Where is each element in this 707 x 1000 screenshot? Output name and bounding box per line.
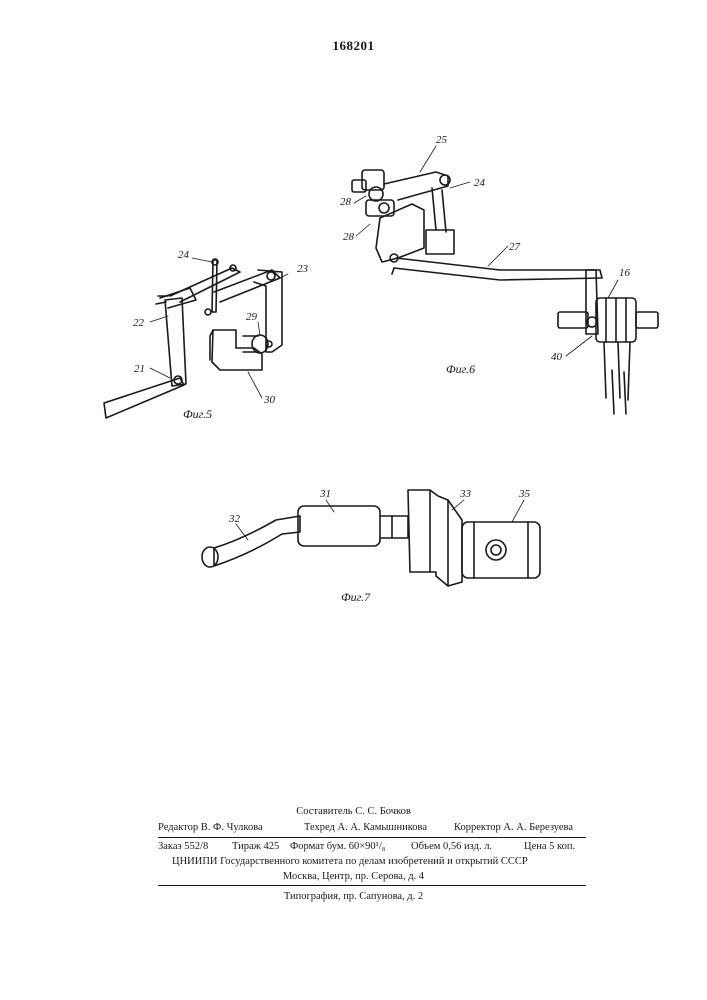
figure-5: 24 23 22 29 21 30 Фиг.5 [104,249,309,421]
colophon-techred: Техред А. А. Камышникова [304,822,427,833]
fig6-label-28b: 28 [343,231,355,243]
colophon-compiler: Составитель С. С. Бочков [0,806,707,817]
fig7-label-32: 32 [228,513,241,525]
fig5-arm-23 [170,268,240,302]
fig6-label-28a: 28 [340,196,352,208]
fig6-shaft-27 [394,258,602,280]
fig5-label-30: 30 [263,394,276,406]
fig7-label-33: 33 [459,488,472,500]
colophon-price: Цена 5 коп. [524,841,575,852]
fig5-label-24: 24 [178,249,190,261]
fig7-caption: Фиг.7 [341,590,371,604]
fig6-label-16: 16 [619,267,631,279]
colophon-order: Заказ 552/8 [158,841,208,852]
fig7-body-33 [408,490,462,586]
figure-6: 25 24 28 28 27 16 40 Фиг.6 [340,134,658,414]
colophon-address: Москва, Центр, пр. Серова, д. 4 [0,871,707,882]
colophon-printer: Типография, пр. Сапунова, д. 2 [0,891,707,902]
colophon-rule-bottom [158,885,586,886]
fig6-label-27: 27 [509,241,521,253]
patent-drawings: 24 23 22 29 21 30 Фиг.5 [0,0,707,700]
fig6-lever-25 [384,172,448,200]
fig5-lever-22 [165,298,186,386]
fig7-label-31: 31 [319,488,331,500]
colophon-format: Формат бум. 60×90¹/₈ [290,841,385,852]
fig6-caption: Фиг.6 [446,362,475,376]
fig5-label-22: 22 [133,317,145,329]
fig6-label-24: 24 [474,177,486,189]
colophon-institute: ЦНИИПИ Государственного комитета по дела… [172,856,528,867]
colophon-volume: Объем 0,56 изд. л. [411,841,492,852]
colophon-editor: Редактор В. Ф. Чулкова [158,822,263,833]
fig6-label-40: 40 [551,351,563,363]
fig5-label-23: 23 [297,263,309,275]
fig5-label-21: 21 [134,363,145,375]
figure-7: 31 33 35 32 Фиг.7 [202,488,540,604]
fig6-rod-24 [432,188,446,232]
fig6-fork-40 [604,342,630,400]
colophon-circulation: Тираж 425 [232,841,279,852]
fig7-handle-32 [214,516,300,566]
fig7-sleeve-31 [298,506,380,546]
fig7-label-35: 35 [518,488,531,500]
colophon-rule-top [158,837,586,838]
fig5-caption: Фиг.5 [183,407,212,421]
fig5-label-29: 29 [246,311,258,323]
colophon-corrector: Корректор А. А. Березуева [454,822,573,833]
fig6-label-25: 25 [436,134,448,146]
